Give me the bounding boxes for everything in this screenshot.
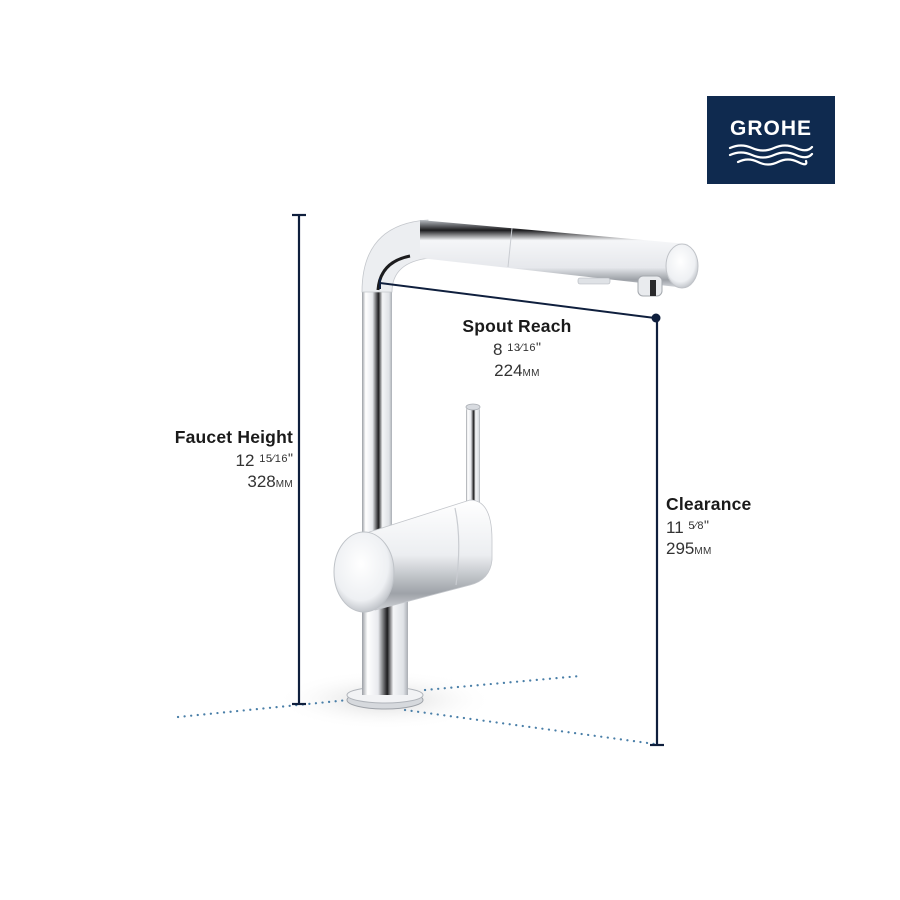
inch-mark: " (288, 450, 293, 466)
waves-icon (728, 144, 814, 166)
brand-name: GROHE (729, 117, 812, 140)
spout-reach-inches: 8 13⁄16" (455, 337, 579, 360)
faucet-height-inches: 12 15⁄16" (157, 448, 293, 471)
clearance-label: Clearance 11 5⁄8" 295MM (666, 494, 776, 562)
inches-whole: 11 (666, 518, 684, 537)
inches-whole: 12 (235, 451, 255, 470)
faucet-height-mm: 328MM (157, 471, 293, 495)
floor-guide-lines (176, 674, 657, 746)
clearance-dimension-line (650, 318, 664, 747)
mm-value: 224 (494, 361, 523, 380)
inches-fraction: 5⁄8 (688, 520, 704, 532)
inches-fraction: 15⁄16 (259, 453, 289, 465)
clearance-mm: 295MM (666, 538, 776, 562)
clearance-title: Clearance (666, 494, 752, 514)
inches-fraction: 13⁄16 (507, 342, 537, 354)
spout-reach-mm: 224MM (455, 360, 579, 384)
inch-mark: " (536, 339, 541, 355)
inch-mark: " (703, 517, 709, 533)
spout-reach-label: Spout Reach 8 13⁄16" 224MM (455, 316, 579, 384)
spout-reach-title: Spout Reach (462, 316, 572, 336)
spout-end-cap (665, 243, 699, 289)
faucet-height-dimension-line (292, 213, 306, 706)
clearance-inches: 11 5⁄8" (666, 515, 776, 538)
handle-end-cap (333, 531, 395, 613)
inches-whole: 8 (493, 340, 503, 359)
mm-unit: MM (275, 479, 293, 490)
mm-unit: MM (694, 546, 712, 557)
faucet-height-title: Faucet Height (174, 427, 293, 447)
spout-reach-dimension-line (379, 278, 656, 319)
mm-value: 295 (666, 539, 695, 558)
grohe-logo: GROHE (707, 96, 835, 184)
mm-unit: MM (522, 368, 540, 379)
faucet-height-label: Faucet Height 12 15⁄16" 328MM (157, 427, 293, 495)
faucet-lever (466, 405, 480, 515)
mm-value: 328 (247, 472, 276, 491)
faucet-spout-arm (420, 220, 688, 288)
